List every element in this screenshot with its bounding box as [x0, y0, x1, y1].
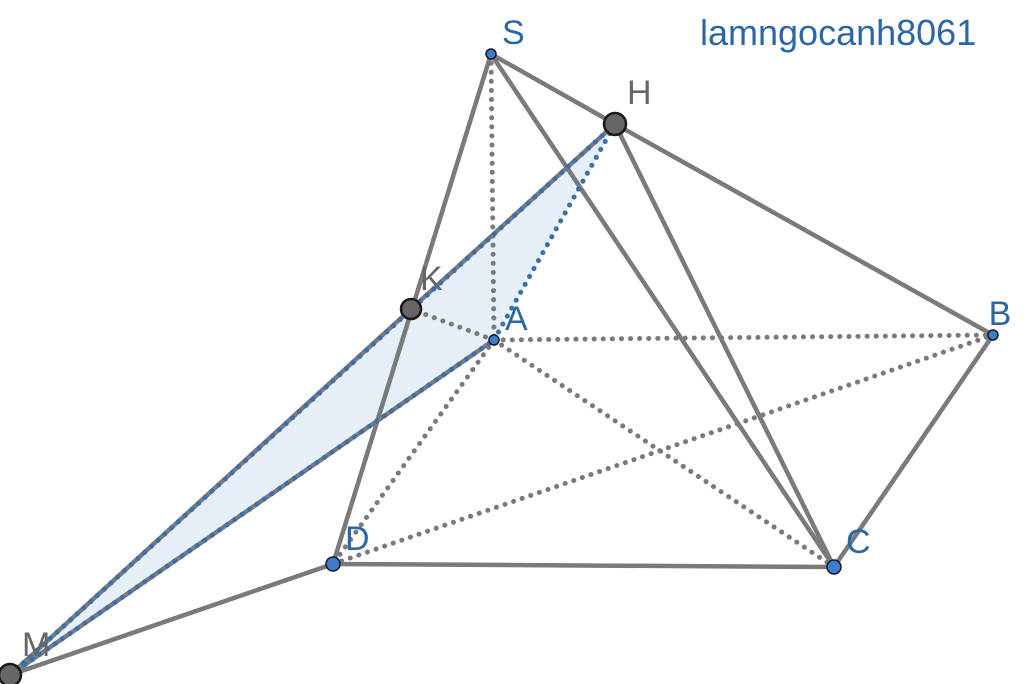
- point-c: [826, 559, 842, 575]
- point-m: [0, 662, 23, 684]
- hidden-edge-ad: [330, 337, 497, 567]
- highlight-edge-mh: [7, 121, 618, 678]
- label-k: K: [420, 260, 443, 298]
- label-a: A: [505, 300, 528, 338]
- label-m: M: [22, 626, 50, 664]
- edge-hc: [612, 121, 837, 570]
- label-d: D: [345, 520, 370, 558]
- label-h: H: [627, 74, 652, 112]
- label-c: C: [846, 523, 871, 561]
- edge-sc: [488, 51, 837, 570]
- edge-dm: [7, 561, 336, 678]
- point-b: [987, 329, 999, 341]
- vertex-labels: S H K A B C D M: [22, 14, 1011, 664]
- label-b: B: [989, 295, 1012, 333]
- hidden-edge-ac: [491, 337, 837, 570]
- edge-sh: [488, 51, 618, 127]
- edge-dc: [330, 561, 837, 570]
- label-s: S: [502, 14, 525, 52]
- point-k: [399, 297, 423, 321]
- edge-bc: [831, 332, 996, 570]
- point-h: [602, 111, 628, 137]
- vertices: [0, 48, 999, 684]
- hidden-edge-ak: [408, 306, 497, 343]
- highlighted-edges: [7, 121, 618, 678]
- hidden-edge-sa: [488, 51, 497, 343]
- edge-hb: [612, 121, 996, 338]
- point-d: [325, 556, 341, 572]
- point-a: [488, 334, 500, 346]
- point-s: [485, 48, 497, 60]
- hidden-edge-db: [330, 332, 996, 567]
- visible-edges: [7, 51, 996, 678]
- hidden-edges: [330, 51, 996, 570]
- hidden-edge-ab: [491, 332, 996, 343]
- highlight-edge-ma: [7, 337, 497, 678]
- watermark-text: lamngocanh8061: [700, 12, 976, 53]
